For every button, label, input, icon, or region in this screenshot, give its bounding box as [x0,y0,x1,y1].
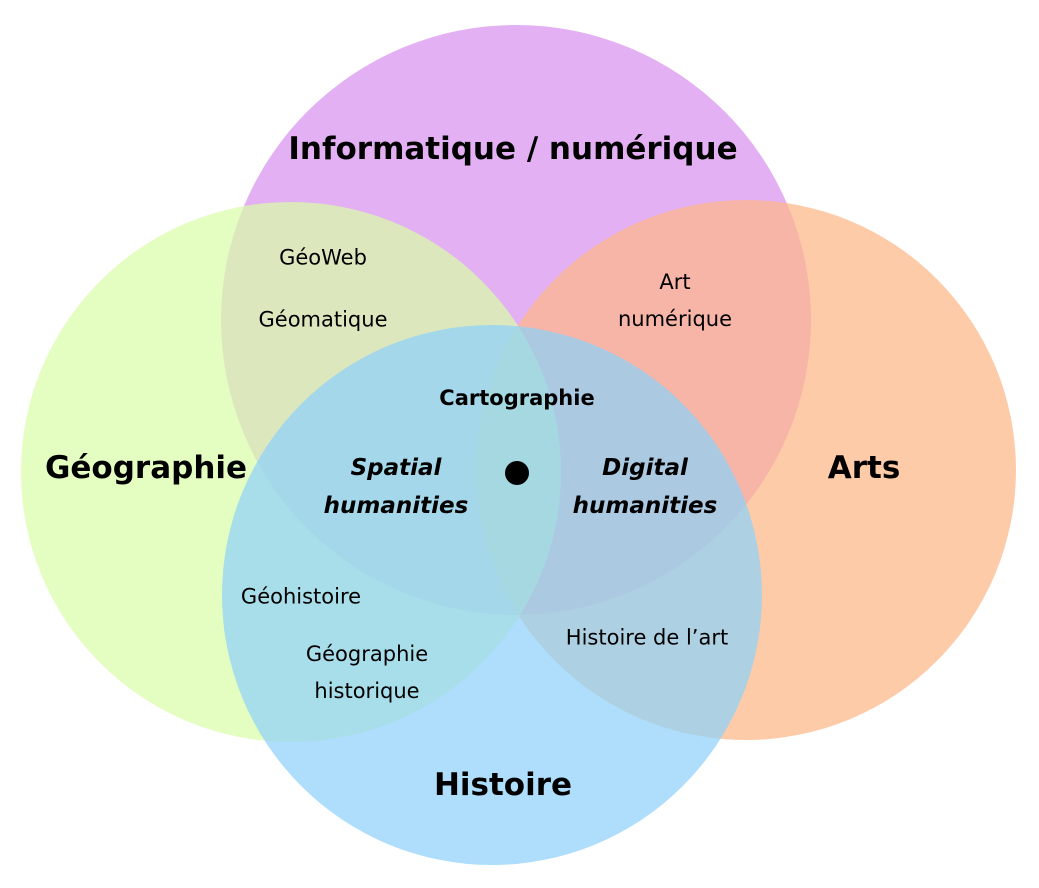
label-informatique: Informatique / numérique [288,131,738,167]
label-art-numerique: Art numérique [618,264,732,338]
label-spatial-humanities: Spatial humanities [324,449,469,525]
label-digital-humanities-line-1: Digital [602,455,688,481]
label-art-numerique-line-2: numérique [617,307,733,331]
label-geographie: Géographie [44,450,248,486]
label-histoire: Histoire [433,767,573,803]
label-arts: Arts [827,450,901,486]
label-digital-humanities: Digital humanities [573,449,718,525]
label-spatial-humanities-line-2: humanities [323,493,469,519]
label-geohistoire: Géohistoire [240,584,362,609]
label-geographie-historique: Géographie historique [306,636,428,710]
label-art-numerique-line-1: Art [659,270,691,294]
label-cartographie: Cartographie [439,386,595,410]
label-geographie-historique-line-1: Géographie [305,642,429,666]
label-digital-humanities-line-2: humanities [572,493,718,519]
center-dot [505,461,529,485]
circle-histoire [222,325,762,865]
label-histoire-de-lart: Histoire de l’art [565,625,729,650]
label-geoweb: GéoWeb [279,245,367,270]
label-geomatique: Géomatique [258,307,388,332]
label-geographie-historique-line-2: historique [314,679,420,703]
label-spatial-humanities-line-1: Spatial [350,455,442,481]
